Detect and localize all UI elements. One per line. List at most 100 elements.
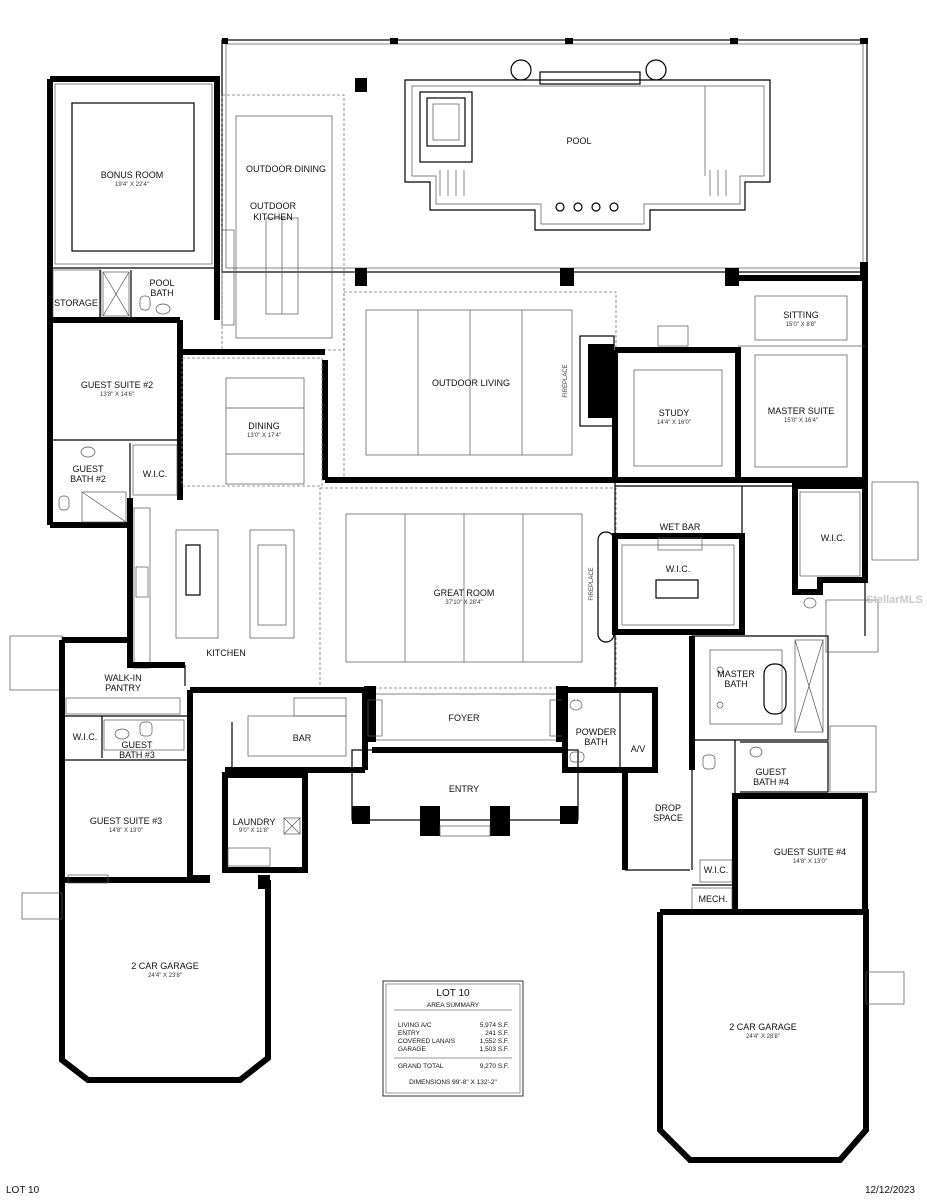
footer-left: LOT 10 xyxy=(6,1185,40,1196)
guest-suite-3-label: GUEST SUITE #3 xyxy=(90,816,162,826)
summary-row-value-2: 1,552 S.F. xyxy=(480,1038,509,1045)
laundry-dim: 9'0" X 11'8" xyxy=(239,828,269,834)
garage-right-label: 2 CAR GARAGE xyxy=(729,1022,797,1032)
guest-bath-4-label-1: GUEST xyxy=(755,767,787,777)
powder-av: POWDER BATH A/V xyxy=(562,687,658,773)
study-dim: 14'4" X 16'0" xyxy=(657,420,691,426)
fireplace-1-label: FIREPLACE xyxy=(563,364,569,397)
master-bath: MASTER BATH xyxy=(689,599,879,793)
wic-1-label: W.I.C. xyxy=(143,469,168,479)
foyer-label: FOYER xyxy=(448,713,480,723)
pool-deck xyxy=(221,38,868,286)
dining: DINING 13'0" X 17'4" xyxy=(180,349,325,487)
master-wic-3: W.I.C. xyxy=(792,481,919,636)
guest-bath-3: W.I.C. GUEST BATH #3 xyxy=(62,715,190,761)
wet-bar-label: WET BAR xyxy=(660,522,701,532)
entry-label: ENTRY xyxy=(449,784,479,794)
guest-suite-2: GUEST SUITE #2 13'8" X 14'6" GUEST BATH … xyxy=(47,320,183,528)
garage-right-dim: 24'4" X 28'8" xyxy=(746,1034,780,1040)
walk-in-pantry: WALK-IN PANTRY xyxy=(9,635,186,880)
pool: POOL xyxy=(404,59,771,231)
wic-3-label: W.I.C. xyxy=(821,533,846,543)
guest-suite-4-label: GUEST SUITE #4 xyxy=(774,847,846,857)
kitchen: KITCHEN xyxy=(127,498,295,669)
bonus-room: BONUS ROOM 19'4" X 22'4" xyxy=(47,76,220,320)
garage-left-label: 2 CAR GARAGE xyxy=(131,961,199,971)
guest-bath-4-label-2: BATH #4 xyxy=(753,777,789,787)
area-summary: LOT 10 AREA SUMMARY LIVING A/C 5,974 S.F… xyxy=(382,980,524,1097)
study-label: STUDY xyxy=(659,408,690,418)
summary-row-label-3: GARAGE xyxy=(398,1046,426,1053)
master-bath-label-1: MASTER xyxy=(717,669,755,679)
guest-bath-4: GUEST BATH #4 xyxy=(702,741,829,793)
walk-in-pantry-label-2: PANTRY xyxy=(105,683,141,693)
bar-label: BAR xyxy=(293,733,312,743)
drop-space-label-1: DROP xyxy=(655,803,681,813)
guest-suite-3: GUEST SUITE #3 14'8" X 13'0" xyxy=(62,690,193,884)
wic-5-label: W.I.C. xyxy=(704,865,729,875)
drop-space-label-2: SPACE xyxy=(653,813,683,823)
mech-label: MECH. xyxy=(699,894,728,904)
summary-row-label-0: LIVING A/C xyxy=(398,1022,432,1029)
bar: BAR xyxy=(190,687,368,773)
outdoor-kitchen-label-1: OUTDOOR xyxy=(250,201,296,211)
laundry: LAUNDRY 9'0" X 11'8" xyxy=(222,772,308,873)
laundry-label: LAUNDRY xyxy=(233,817,276,827)
guest-suite-4-dim: 14'8" X 13'0" xyxy=(793,859,827,865)
bonus-room-label: BONUS ROOM xyxy=(101,170,164,180)
master-bath-label-2: BATH xyxy=(724,679,747,689)
drop-space: DROP SPACE xyxy=(622,772,690,871)
garage-left: 2 CAR GARAGE 24'4" X 23'8" xyxy=(21,875,271,1083)
pool-label: POOL xyxy=(566,136,591,146)
pool-bath-label-1: POOL xyxy=(149,278,174,288)
bonus-room-dim: 19'4" X 22'4" xyxy=(115,182,149,188)
dining-label: DINING xyxy=(248,421,280,431)
great-room-label: GREAT ROOM xyxy=(434,588,495,598)
powder-bath-label-1: POWDER xyxy=(576,727,617,737)
walk-in-pantry-label-1: WALK-IN xyxy=(104,673,141,683)
sitting-label: SITTING xyxy=(783,310,819,320)
master-suite-label: MASTER SUITE xyxy=(768,406,835,416)
summary-dimensions: DIMENSIONS 99'-8" X 132'-2" xyxy=(409,1079,497,1086)
kitchen-label: KITCHEN xyxy=(206,648,246,658)
guest-suite-2-dim: 13'8" X 14'6" xyxy=(100,392,134,398)
wic-4-label: W.I.C. xyxy=(73,732,98,742)
great-room-dim: 37'10" X 28'4" xyxy=(445,600,482,606)
summary-subtitle: AREA SUMMARY xyxy=(427,1002,480,1009)
summary-row-value-1: 241 S.F. xyxy=(485,1030,509,1037)
watermark: StellarMLS xyxy=(866,594,923,606)
guest-suite-3-dim: 14'8" X 13'0" xyxy=(109,828,143,834)
master-suite: SITTING 15'0" X 8'8" MASTER SUITE 15'0" … xyxy=(738,275,868,483)
summary-total-value: 9,270 S.F. xyxy=(480,1063,509,1070)
guest-bath-2-label-2: BATH #2 xyxy=(70,474,106,484)
study: STUDY 14'4" X 16'0" xyxy=(612,325,741,483)
storage-pool-bath: STORAGE POOL BATH xyxy=(50,269,180,323)
foyer-entry: FOYER ENTRY xyxy=(351,686,579,837)
interior-walls xyxy=(127,320,865,880)
summary-title: LOT 10 xyxy=(436,988,470,999)
guest-suite-4: GUEST SUITE #4 14'8" X 13'0" W.I.C. MECH… xyxy=(691,793,868,915)
summary-row-label-1: ENTRY xyxy=(398,1030,421,1037)
master-wic: WET BAR W.I.C. xyxy=(612,522,745,635)
summary-row-value-0: 5,974 S.F. xyxy=(480,1022,509,1029)
guest-bath-3-label-1: GUEST xyxy=(121,740,153,750)
powder-bath-label-2: BATH xyxy=(584,737,607,747)
master-suite-dim: 15'0" X 16'4" xyxy=(784,418,818,424)
guest-bath-3-label-2: BATH #3 xyxy=(119,750,155,760)
wic-2-label: W.I.C. xyxy=(666,564,691,574)
pool-bath-label-2: BATH xyxy=(150,288,173,298)
guest-bath-2-label-1: GUEST xyxy=(72,464,104,474)
outdoor-dining: OUTDOOR DINING OUTDOOR KITCHEN xyxy=(214,94,345,351)
great-room: GREAT ROOM 37'10" X 28'4" FIREPLACE xyxy=(319,487,617,689)
storage-label: STORAGE xyxy=(54,298,98,308)
outdoor-living-label: OUTDOOR LIVING xyxy=(432,378,510,388)
outdoor-living: OUTDOOR LIVING FIREPLACE xyxy=(322,291,617,483)
fireplace-2-label: FIREPLACE xyxy=(589,567,595,600)
garage-left-dim: 24'4" X 23'8" xyxy=(148,973,182,979)
summary-row-label-2: COVERED LANAIS xyxy=(398,1038,456,1045)
outdoor-kitchen-label-2: KITCHEN xyxy=(253,212,293,222)
summary-row-value-3: 1,503 S.F. xyxy=(480,1046,509,1053)
footer-right: 12/12/2023 xyxy=(864,1185,915,1196)
outdoor-dining-label: OUTDOOR DINING xyxy=(246,164,326,174)
dining-dim: 13'0" X 17'4" xyxy=(247,433,281,439)
